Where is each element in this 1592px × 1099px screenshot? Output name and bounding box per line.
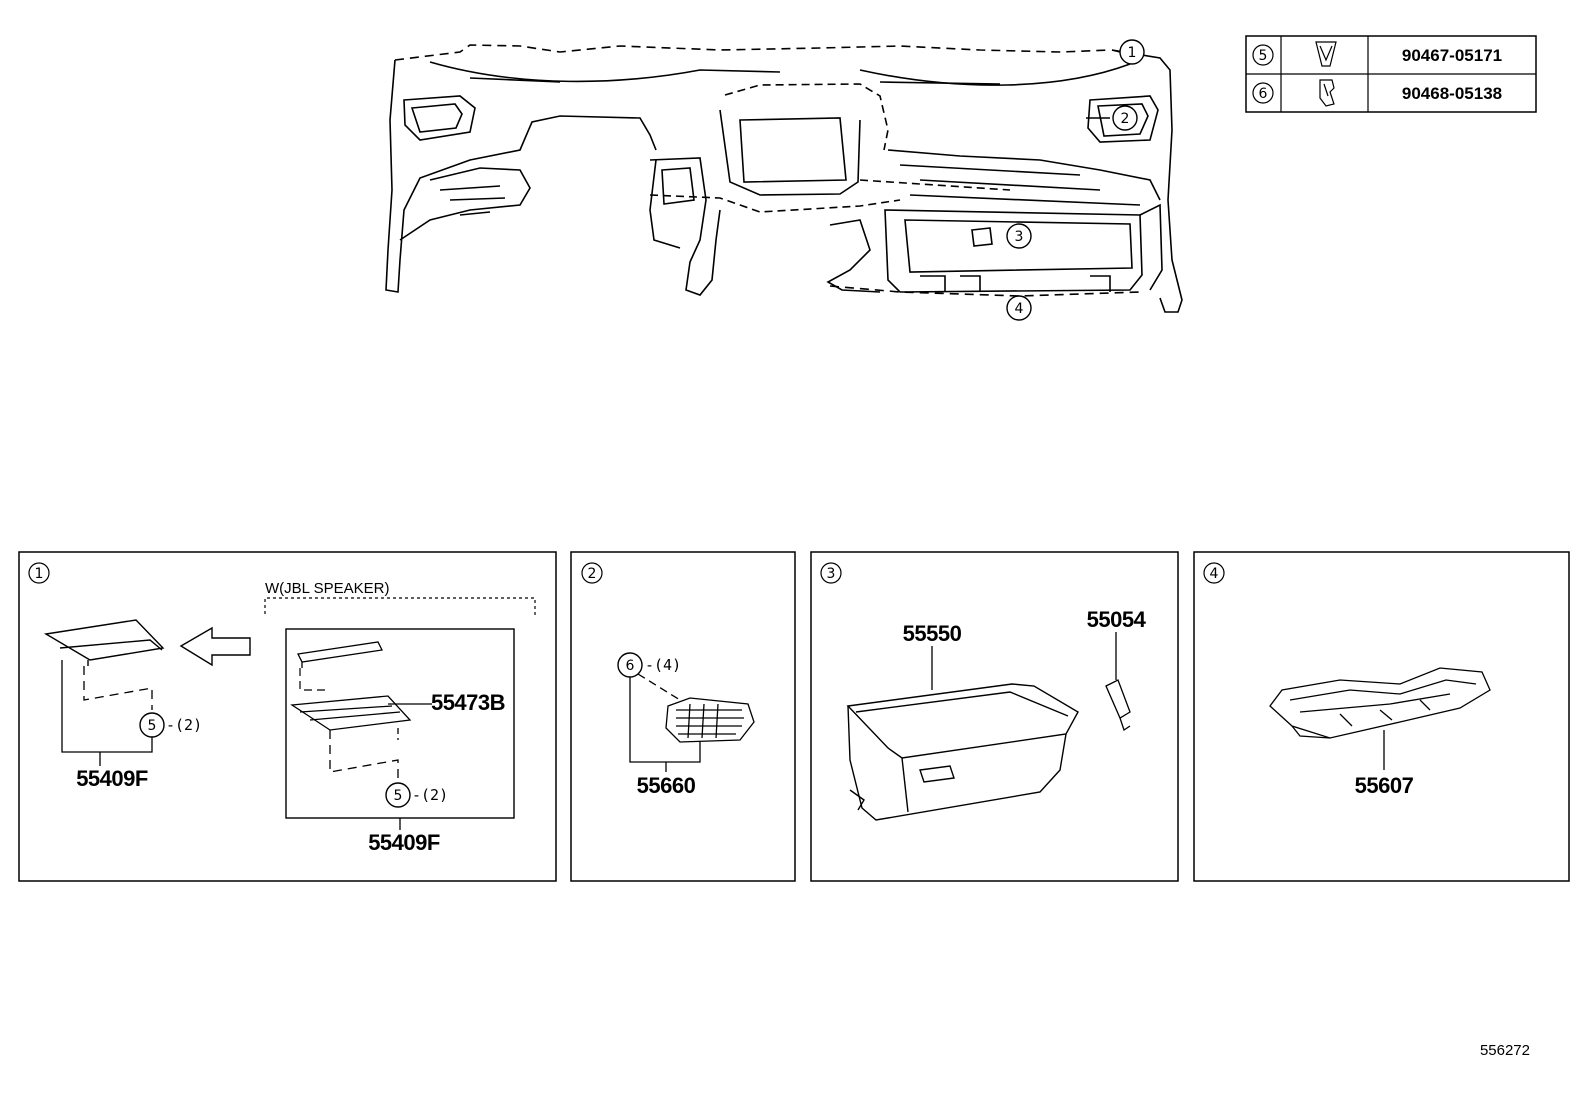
legend-table: 5 90467-05171 6 90468-05138	[1245, 35, 1537, 113]
panel-3: 3 55550 55054	[810, 551, 1179, 882]
panel-1-left-clip-qty: -(2)	[166, 716, 202, 734]
svg-text:2: 2	[1121, 111, 1130, 127]
damper-part	[1105, 679, 1131, 732]
panel-1-inner-clip-ref: 5	[394, 788, 403, 804]
overview-callout-4: 4	[1006, 295, 1032, 321]
svg-text:90467-05171: 90467-05171	[1402, 46, 1502, 65]
panel-2-ref: 2	[588, 566, 597, 582]
panel-1: 1 5 -(2) 55409F W(JBL SPEAKER) 5	[18, 551, 557, 882]
clip-icon	[1319, 79, 1335, 107]
panel-1-inner-part: 55409F	[368, 830, 440, 855]
panel-1-inner-upper-part: 55473B	[431, 690, 505, 715]
panel-4-ref: 4	[1210, 566, 1219, 582]
panel-3-ref: 3	[827, 566, 836, 582]
panel-2-clip-ref: 6	[626, 658, 635, 674]
overview-callout-3: 3	[1006, 223, 1032, 249]
svg-text:1: 1	[1128, 45, 1137, 61]
overview-callout-1: 1	[1119, 39, 1145, 65]
left-cover-part	[43, 619, 165, 666]
push-clip-icon	[1315, 41, 1337, 67]
panel-1-ref: 1	[35, 566, 44, 582]
legend-row-5: 5 90467-05171	[1252, 41, 1502, 67]
svg-text:90468-05138: 90468-05138	[1402, 84, 1502, 103]
panel-1-left-part: 55409F	[76, 766, 148, 791]
panel-2-clip-qty: -(4)	[645, 656, 681, 674]
svg-text:3: 3	[1015, 229, 1024, 245]
dashboard-overview	[385, 44, 1183, 313]
panel-1-inner-clip-qty: -(2)	[412, 786, 448, 804]
legend-row-6: 6 90468-05138	[1252, 79, 1502, 107]
inner-cover-part	[290, 695, 412, 731]
direction-arrow-icon	[179, 626, 251, 667]
panel-1-variant-label: W(JBL SPEAKER)	[265, 580, 389, 597]
panel-4: 4 55607	[1193, 551, 1570, 882]
glove-box-part	[846, 683, 1079, 821]
panel-4-part: 55607	[1355, 773, 1414, 798]
undercover-part	[1269, 667, 1491, 739]
document-id: 556272	[1480, 1042, 1530, 1059]
svg-text:6: 6	[1259, 86, 1268, 102]
svg-text:5: 5	[1259, 48, 1268, 64]
panel-1-left-clip-ref: 5	[148, 718, 157, 734]
panel-3-main-part: 55550	[903, 621, 962, 646]
overview-callout-2: 2	[1112, 105, 1138, 131]
speaker-grille-part	[297, 641, 383, 668]
panel-2: 2 6 -(4) 55660	[570, 551, 796, 882]
panel-3-small-part: 55054	[1087, 607, 1147, 632]
svg-text:4: 4	[1015, 301, 1024, 317]
panel-2-part: 55660	[637, 773, 696, 798]
register-vent-part	[665, 697, 755, 743]
